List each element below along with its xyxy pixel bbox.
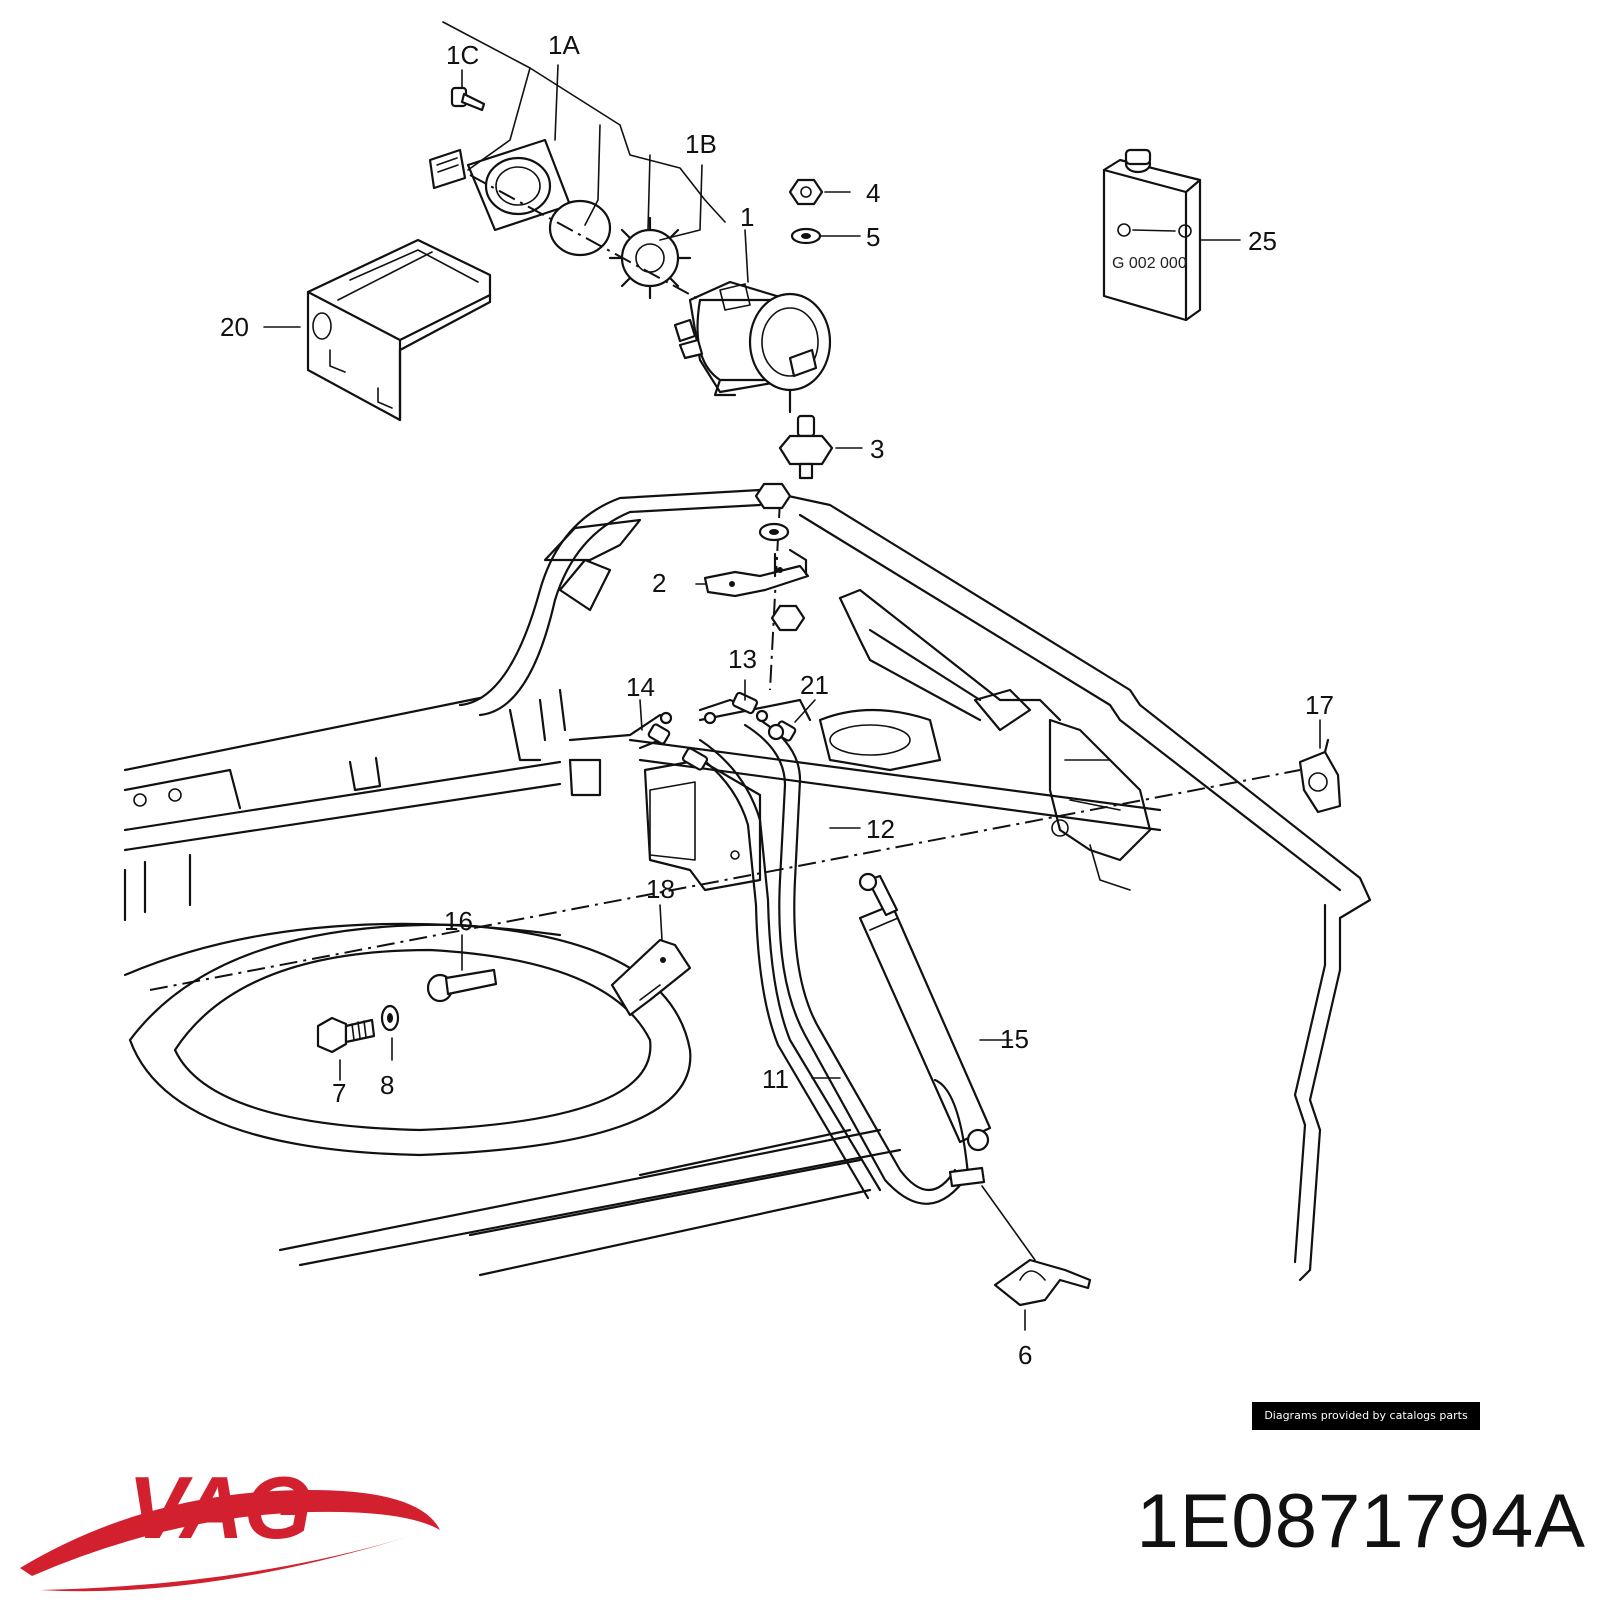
callout-4: 4 xyxy=(866,178,880,208)
hydraulic-cylinder xyxy=(858,872,992,1188)
callout-12: 12 xyxy=(866,814,895,844)
can-code: G 002 000 xyxy=(1112,255,1187,272)
washer-21 xyxy=(767,723,785,741)
credit-banner: Diagrams provided by catalogs parts xyxy=(1252,1402,1480,1430)
washer-5 xyxy=(790,227,822,245)
clamp-6 xyxy=(993,1258,1092,1307)
callout-20: 20 xyxy=(220,312,249,342)
callout-8: 8 xyxy=(380,1070,394,1100)
callout-3: 3 xyxy=(870,434,884,464)
nut-lower xyxy=(754,482,806,632)
callout-21: 21 xyxy=(800,670,829,700)
washer-8 xyxy=(380,1004,400,1032)
callout-2: 2 xyxy=(652,568,666,598)
hydraulic-lines xyxy=(568,698,970,1205)
callout-7: 7 xyxy=(332,1078,346,1108)
bracket-18 xyxy=(610,938,692,1017)
callout-1b: 1B xyxy=(685,129,717,159)
callout-15: 15 xyxy=(1000,1024,1029,1054)
pump-assembly xyxy=(428,138,832,414)
part-number: 1E0871794A xyxy=(1136,1479,1586,1564)
callouts: 1C 1A 1B 1 4 5 20 25 3 2 13 21 14 17 12 … xyxy=(220,30,1334,1370)
screw-1c xyxy=(450,86,486,112)
cover-20 xyxy=(306,238,492,422)
callout-6: 6 xyxy=(1018,1340,1032,1370)
callout-11: 11 xyxy=(762,1064,789,1094)
logo-wordmark: VAG xyxy=(128,1458,312,1557)
fluid-can-25: G 002 000 xyxy=(1102,148,1202,322)
mount-3 xyxy=(778,414,834,480)
pin-16 xyxy=(426,968,498,1003)
callout-17: 17 xyxy=(1305,690,1334,720)
vag-logo: VAG xyxy=(20,1458,440,1592)
callout-13: 13 xyxy=(728,644,757,674)
callout-1a: 1A xyxy=(548,30,580,60)
callout-14: 14 xyxy=(626,672,655,702)
callout-5: 5 xyxy=(866,222,880,252)
callout-1: 1 xyxy=(740,202,754,232)
callout-18: 18 xyxy=(646,874,675,904)
callout-16: 16 xyxy=(444,906,473,936)
bracket-2 xyxy=(703,548,810,598)
bolt-7 xyxy=(316,1016,376,1054)
leader-lines xyxy=(263,21,1321,1331)
callout-1c: 1C xyxy=(446,40,479,70)
nut-4 xyxy=(788,178,824,206)
body-frame xyxy=(123,488,1372,1282)
callout-25: 25 xyxy=(1248,226,1277,256)
logo-swoosh xyxy=(20,1490,440,1576)
clip-17 xyxy=(1298,738,1342,814)
